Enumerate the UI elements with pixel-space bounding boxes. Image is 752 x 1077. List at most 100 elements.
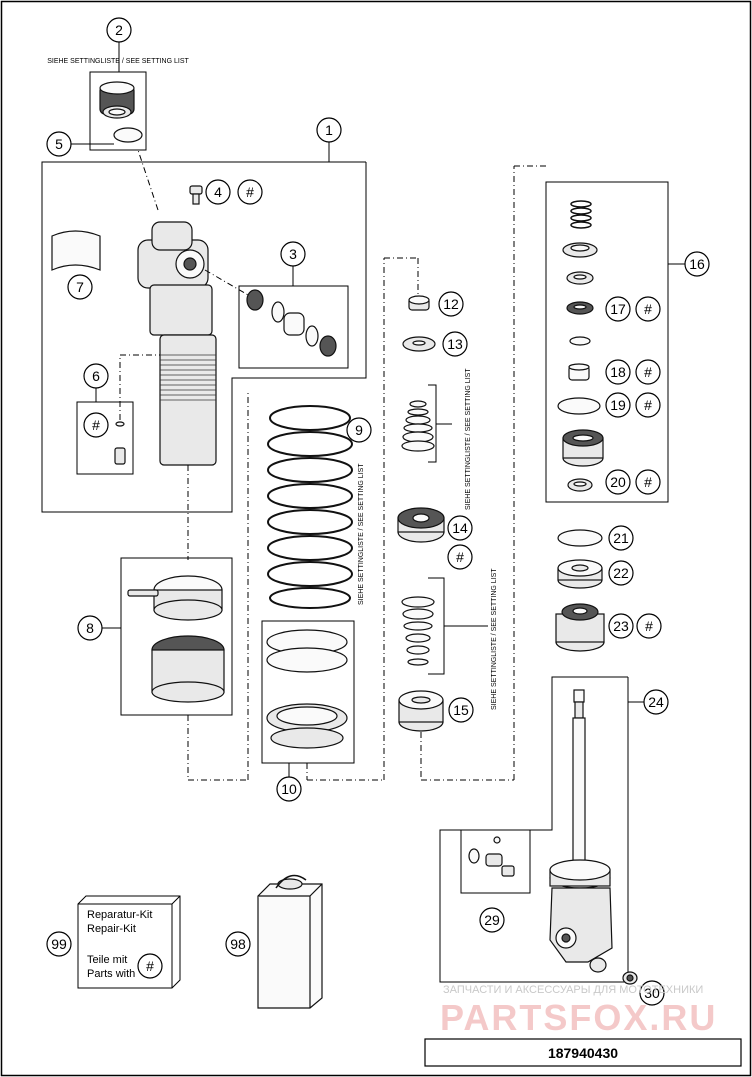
box-part-6	[76, 401, 134, 475]
oil-can-drawing	[257, 874, 323, 1009]
callout-circle-21	[608, 525, 634, 551]
callout-circle-17	[605, 296, 631, 322]
o-ring-part-5	[113, 127, 143, 143]
snap-ring-part-21	[557, 529, 603, 547]
callout-7: 7	[76, 279, 84, 295]
box-part-1	[41, 161, 367, 513]
callout-circle-14	[447, 515, 473, 541]
oil-can-group: 98	[225, 874, 323, 1009]
callout-2: 2	[115, 22, 123, 38]
callout-5: 5	[55, 136, 63, 152]
setting-list-label-spring: SIEHE SETTINGLISTE / SEE SETTING LIST	[358, 463, 365, 605]
callout-circle-19	[605, 392, 631, 418]
callout-circle-3	[280, 241, 306, 267]
hash-circle-18	[635, 359, 661, 385]
hash-circle-19	[635, 392, 661, 418]
shock-body-drawing	[137, 149, 217, 560]
hash-circle-14	[447, 544, 473, 570]
callout-circle-16	[684, 251, 710, 277]
hash-19: #	[644, 397, 652, 413]
bushing-part-18	[568, 363, 590, 381]
callout-1: 1	[325, 122, 333, 138]
watermark-brand: PARTSFOX.RU	[440, 997, 717, 1038]
small-ring	[569, 336, 591, 346]
repair-kit-box	[77, 895, 181, 989]
bump-stop-part-15	[398, 690, 444, 732]
hash-circle-20	[635, 469, 661, 495]
watermark-text: ЗАПЧАСТИ И АКСЕССУАРЫ ДЛЯ МОТОТЕХНИКИ	[443, 984, 703, 996]
callout-98: 98	[230, 936, 246, 952]
box-part-29	[460, 829, 531, 894]
repair-kit-line-3: Teile mit	[87, 954, 127, 966]
callout-circle-8	[77, 615, 103, 641]
callout-22: 22	[613, 565, 629, 581]
hash-4: #	[246, 184, 254, 200]
callout-circle-7	[67, 274, 93, 300]
box-part-2	[89, 71, 147, 151]
part-10-spring-retainer-group: 10	[261, 257, 418, 802]
seal-part-17	[566, 301, 594, 315]
callout-3: 3	[289, 246, 297, 262]
repair-kit-line-4: Parts with	[87, 968, 135, 980]
callout-circle-6	[83, 363, 109, 389]
seal-head	[562, 429, 604, 467]
callout-circle-30	[639, 980, 665, 1006]
bearing-set-part-3	[246, 289, 337, 357]
hash-20: #	[644, 474, 652, 490]
valve-screw-part-6	[114, 421, 126, 465]
drawing-number-box	[424, 1038, 742, 1067]
callout-15: 15	[453, 702, 469, 718]
part-9-spring-group: 9 SIEHE SETTINGLISTE / SEE SETTING LIST	[267, 405, 372, 609]
callout-13: 13	[447, 336, 463, 352]
callout-23: 23	[613, 618, 629, 634]
watermark-group: ЗАПЧАСТИ И АКСЕССУАРЫ ДЛЯ МОТОТЕХНИКИ PA…	[440, 984, 717, 1038]
box-part-8	[120, 557, 233, 716]
box-part-10	[261, 620, 355, 764]
part-16-compression-group: 16 17 # 18 #	[545, 181, 710, 503]
callout-99: 99	[51, 936, 67, 952]
drawing-number: 187940430	[548, 1045, 618, 1061]
thread-lines	[160, 354, 216, 401]
callout-circle-5	[46, 131, 72, 157]
spring-plate	[562, 242, 598, 258]
callout-circle-22	[608, 560, 634, 586]
callout-18: 18	[610, 364, 626, 380]
piston-rod-drawing	[549, 689, 613, 963]
screw-part-4	[189, 185, 203, 205]
hash-circle-99	[137, 953, 163, 979]
callout-circle-10	[276, 776, 302, 802]
hash-23: #	[645, 618, 653, 634]
hash-17: #	[644, 301, 652, 317]
sticker-part-7	[51, 230, 101, 271]
callout-circle-24	[643, 689, 669, 715]
retainer-drawing	[266, 629, 348, 749]
callout-16: 16	[689, 256, 705, 272]
callout-6: 6	[92, 368, 100, 384]
part-1-shock-body-group: 1 7 4	[41, 117, 367, 560]
callout-circle-15	[448, 697, 474, 723]
callout-24: 24	[648, 694, 664, 710]
seal-part-20	[567, 478, 593, 492]
hash-6: #	[92, 417, 100, 433]
callout-circle-12	[438, 291, 464, 317]
setting-list-label-lower-stack: SIEHE SETTINGLISTE / SEE SETTING LIST	[491, 568, 498, 710]
parts-21-23-group: 21 22 23 #	[555, 525, 662, 652]
hash-circle-17	[635, 296, 661, 322]
callout-19: 19	[610, 397, 626, 413]
callout-9: 9	[355, 422, 363, 438]
hash-circle-4	[237, 179, 263, 205]
callout-circle-9	[346, 417, 372, 443]
callout-circle-18	[605, 359, 631, 385]
drawing-number-group: 187940430	[424, 1038, 742, 1067]
repair-kit-line-2: Repair-Kit	[87, 923, 136, 935]
nut-part-12	[408, 295, 430, 311]
washer-part-13	[402, 336, 436, 352]
callout-circle-1	[316, 117, 342, 143]
washer-small	[566, 271, 594, 285]
callout-10: 10	[281, 781, 297, 797]
callout-12: 12	[443, 296, 459, 312]
clamp-ring-drawing	[127, 575, 223, 621]
part-24-piston-rod-group: 24 29 30	[439, 676, 669, 1006]
